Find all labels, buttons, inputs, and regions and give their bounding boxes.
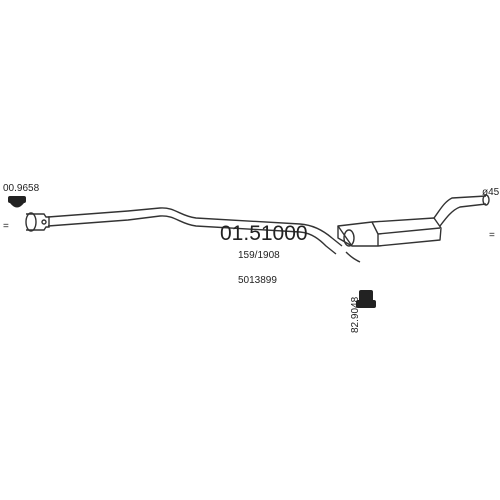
outlet-marker: =: [489, 230, 495, 241]
tail-pipe: [433, 194, 490, 227]
hanger-hook: [345, 251, 361, 263]
rear-silencer: [337, 217, 442, 247]
outlet-diameter-label: ø45: [482, 187, 500, 198]
oem-ref-2: 5013899: [238, 275, 277, 286]
clamp-ref-label: 82.9048: [350, 296, 361, 333]
oem-ref-1: 159/1908: [238, 250, 280, 261]
hanger-ref-label: 00.9658: [3, 183, 40, 194]
exhaust-pipe: [47, 207, 343, 255]
inlet-flange-icon: [25, 212, 50, 232]
part-number: 01.51000: [220, 222, 308, 245]
hanger-rubber-icon: [8, 196, 26, 208]
inlet-marker: =: [3, 221, 9, 232]
clamp-icon: [356, 290, 376, 308]
